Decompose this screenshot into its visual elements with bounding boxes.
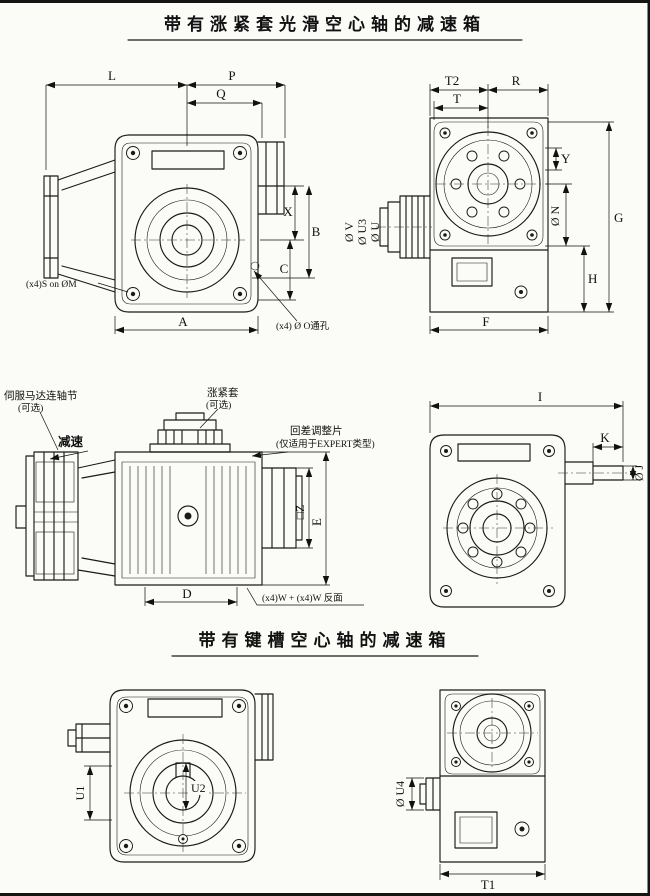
output-flange (261, 467, 303, 549)
title-bottom-group: 带有键槽空心轴的减速箱 (171, 630, 479, 657)
note-s-on-m: (x4)S on ØM (26, 279, 77, 290)
extension-lines (429, 401, 637, 481)
note-w-holes: (x4)W + (x4)W 反面 (262, 593, 343, 604)
view-side-keyed: Ø U4 T1 (393, 689, 546, 892)
coupling-hatch-upper (35, 461, 75, 503)
note-o-holes: (x4) Ø O通孔 (276, 321, 330, 332)
scan-border-right (647, 0, 650, 896)
dim-U3: Ø U3 (355, 219, 369, 245)
input-shaft-stub (67, 723, 111, 753)
output-flange (257, 141, 285, 215)
extension-lines (144, 451, 330, 606)
corner-bolt-holes (126, 146, 247, 301)
gearbox-body (109, 689, 256, 863)
dim-T1: T1 (481, 877, 495, 892)
dim-D: D (182, 586, 191, 601)
leader-w (246, 587, 364, 606)
side-through-hole (250, 261, 260, 271)
dim-C: C (280, 261, 289, 276)
label-shim-note: (仅适用于EXPERT类型) (276, 438, 375, 450)
centerlines (376, 126, 542, 244)
shrink-disc-hub (379, 195, 431, 259)
corner-bolt-holes (440, 445, 555, 597)
dim-B: B (312, 224, 321, 239)
cooling-ribs (129, 466, 247, 574)
dim-G: G (614, 210, 623, 225)
dim-U: Ø U (368, 222, 382, 243)
leader-servo (39, 411, 59, 451)
centerlines (443, 472, 634, 584)
corner-bolt-holes (119, 699, 246, 853)
dim-V: Ø V (342, 222, 356, 242)
scan-border-top (0, 0, 650, 3)
dim-P: P (228, 68, 235, 83)
dim-Q: Q (216, 86, 226, 101)
centerlines (447, 698, 538, 770)
leader-sleeve (199, 408, 219, 429)
reduce-direction-arrow (49, 450, 89, 461)
centerlines (124, 734, 246, 852)
gearbox-body (429, 434, 566, 608)
label-servo-optional: (可选) (18, 402, 43, 414)
title-top: 带有涨紧套光滑空心轴的减速箱 (164, 14, 486, 34)
name-plate (151, 150, 225, 170)
dim-A: A (178, 314, 188, 329)
leader-o (253, 270, 298, 322)
name-plate (147, 698, 223, 718)
extension-lines (45, 85, 315, 334)
dim-Z: □Z (293, 505, 307, 520)
output-shaft (564, 461, 624, 485)
name-plate (457, 443, 531, 462)
view-assembly-side: 伺服马达连轴节 (可选) 减速 涨紧套 (可选) 回差调整片 (仅适用于EXPE… (4, 386, 375, 606)
centerlines (131, 184, 245, 298)
extension-lines (84, 765, 112, 821)
dim-R: R (512, 73, 521, 88)
coupling-hatch-lower (35, 531, 75, 575)
dim-H: H (588, 271, 597, 286)
title-top-group: 带有涨紧套光滑空心轴的减速箱 (127, 14, 523, 41)
dim-J: Ø J (632, 465, 646, 482)
scan-border-bottom (0, 893, 650, 896)
dim-I: I (538, 389, 542, 404)
leader-s (97, 282, 129, 293)
view-side-shrink-disc: T2 R T Y G Ø N H F Ø V Ø U3 Ø U (342, 73, 623, 334)
corner-bolt-holes (439, 127, 538, 241)
gearbox-body (439, 689, 546, 863)
corner-bolt-holes (451, 701, 534, 767)
dim-U4: Ø U4 (393, 781, 407, 807)
label-backlash-shim: 回差调整片 (290, 424, 343, 437)
terminal-box (451, 257, 493, 287)
dim-Y: Y (561, 151, 571, 166)
dim-E: E (309, 518, 324, 526)
label-shrink-sleeve: 涨紧套 (207, 386, 239, 399)
shrink-disc-stack (149, 412, 231, 453)
dim-T2: T2 (445, 73, 459, 88)
dim-T: T (453, 91, 461, 106)
view-front-shrink-disc: L P Q A X B C (x4)S on ØM (x4) Ø O通孔 (26, 68, 330, 334)
label-servo-coupling: 伺服马达连轴节 (4, 389, 78, 402)
view-rear-shaft: I K Ø J (429, 389, 646, 608)
dim-X: X (283, 204, 293, 219)
label-sleeve-optional: (可选) (206, 399, 231, 411)
servo-coupling-housing (15, 451, 79, 581)
dim-U1: U1 (73, 786, 87, 801)
input-bell (77, 459, 116, 577)
title-bottom: 带有键槽空心轴的减速箱 (199, 630, 452, 650)
dim-K: K (600, 430, 610, 445)
label-reduce: 减速 (58, 434, 84, 449)
dim-F: F (482, 314, 489, 329)
dim-U2: U2 (191, 781, 206, 795)
view-front-keyed: U1 U2 (67, 689, 274, 863)
gearbox-body (114, 134, 259, 313)
input-bell (43, 159, 116, 293)
leader-shim (251, 451, 289, 459)
terminal-box (454, 811, 498, 849)
dim-L: L (108, 68, 116, 83)
output-flange (254, 693, 274, 761)
hollow-shaft-hub (419, 777, 441, 811)
dim-N: Ø N (548, 206, 562, 227)
